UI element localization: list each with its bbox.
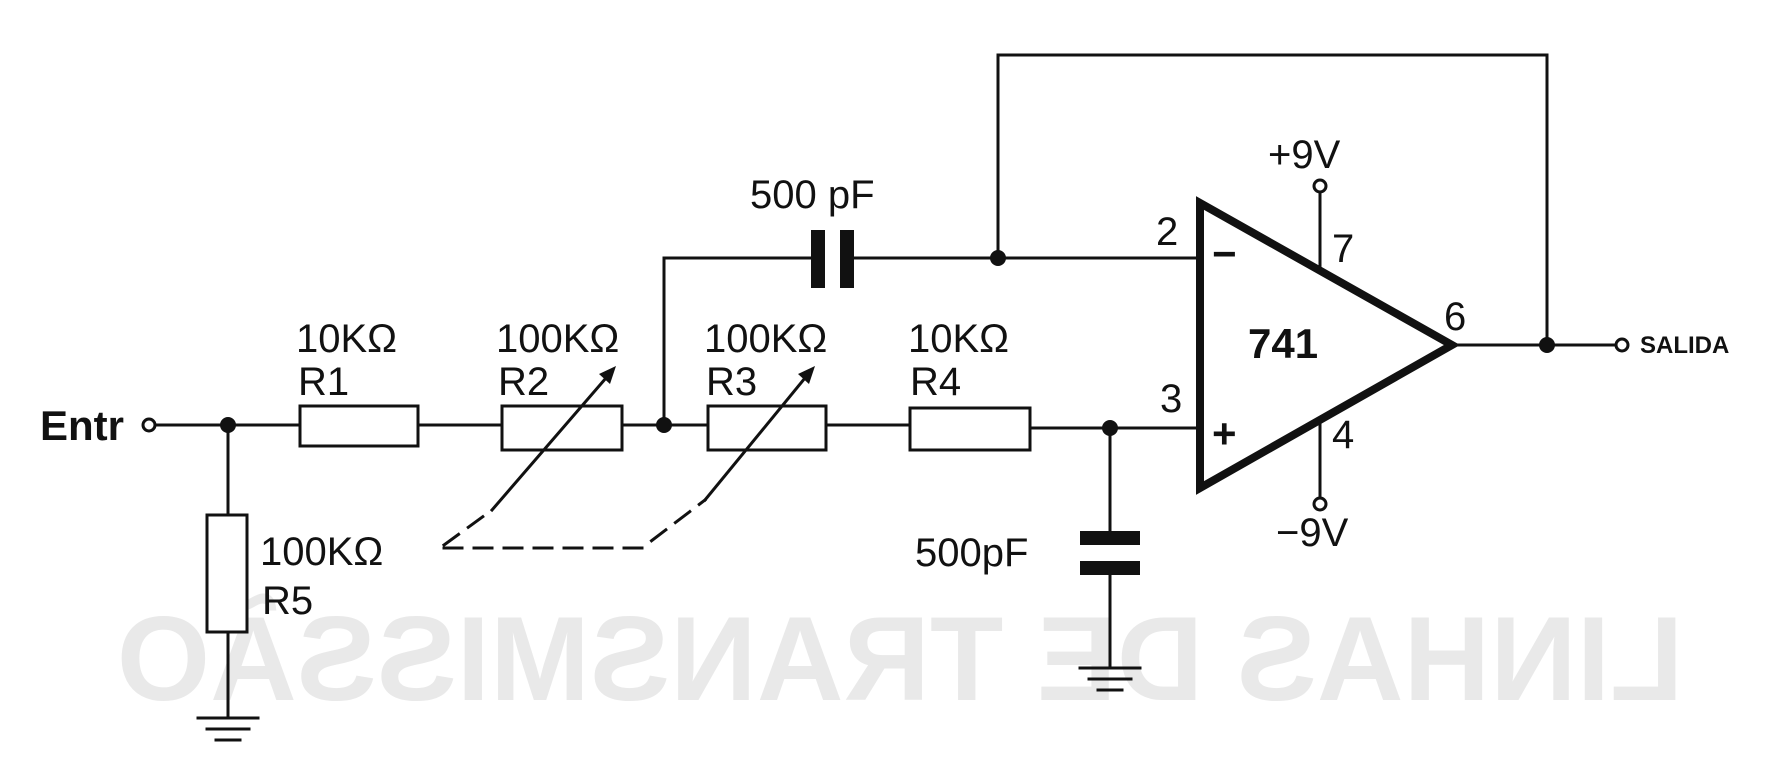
noninverting-sign: + (1212, 410, 1237, 457)
supply-positive-label: +9V (1268, 133, 1341, 177)
c2-value: 500pF (915, 531, 1028, 575)
gang-link-dashed-main (442, 497, 708, 550)
pin-3-label: 3 (1160, 377, 1182, 421)
gang-link-dashed (441, 507, 495, 548)
pin-7-label: 7 (1332, 227, 1354, 271)
input-label: Entr (40, 402, 124, 449)
r4-name: R4 (910, 360, 961, 404)
pot-arrow-r3 (702, 366, 815, 503)
c1-value: 500 pF (750, 173, 875, 217)
background-bleed-text: LINHAS DE TRANSMISSÃO (117, 592, 1684, 726)
r3-name: R3 (706, 360, 757, 404)
ground-symbol-r5 (196, 716, 260, 742)
pot-arrow-r2 (489, 366, 616, 513)
resistor-r4[interactable] (908, 406, 1032, 452)
r3-value: 100KΩ (704, 317, 827, 361)
opamp-part-number: 741 (1248, 320, 1318, 367)
ground-symbol-c2 (1078, 666, 1142, 692)
resistor-r3[interactable] (706, 404, 828, 452)
inverting-sign: − (1212, 230, 1237, 277)
resistor-r1[interactable] (298, 404, 420, 448)
pin-4-label: 4 (1332, 413, 1354, 457)
resistor-r5[interactable] (205, 513, 249, 634)
r1-name: R1 (298, 360, 349, 404)
capacitor-c1[interactable] (811, 230, 854, 288)
r1-value: 10KΩ (296, 317, 397, 361)
r2-name: R2 (498, 360, 549, 404)
pin-2-label: 2 (1156, 210, 1178, 254)
junction-r2-r3 (656, 417, 672, 433)
input-terminal[interactable] (141, 417, 157, 433)
output-terminal[interactable] (1614, 337, 1630, 353)
supply-negative-label: −9V (1276, 511, 1349, 555)
pin-6-label: 6 (1444, 295, 1466, 339)
junction-output (1539, 337, 1555, 353)
r5-name: R5 (262, 579, 313, 623)
junction-c2 (1102, 420, 1118, 436)
output-label: SALIDA (1640, 332, 1729, 359)
junction-input (220, 417, 236, 433)
capacitor-c2[interactable] (1080, 531, 1140, 575)
r5-value: 100KΩ (260, 530, 383, 574)
vminus-terminal[interactable] (1312, 496, 1328, 512)
junction-feedback (990, 250, 1006, 266)
opamp-triangle[interactable] (1196, 196, 1461, 495)
r2-value: 100KΩ (496, 317, 619, 361)
r4-value: 10KΩ (908, 317, 1009, 361)
vplus-terminal[interactable] (1312, 178, 1328, 194)
